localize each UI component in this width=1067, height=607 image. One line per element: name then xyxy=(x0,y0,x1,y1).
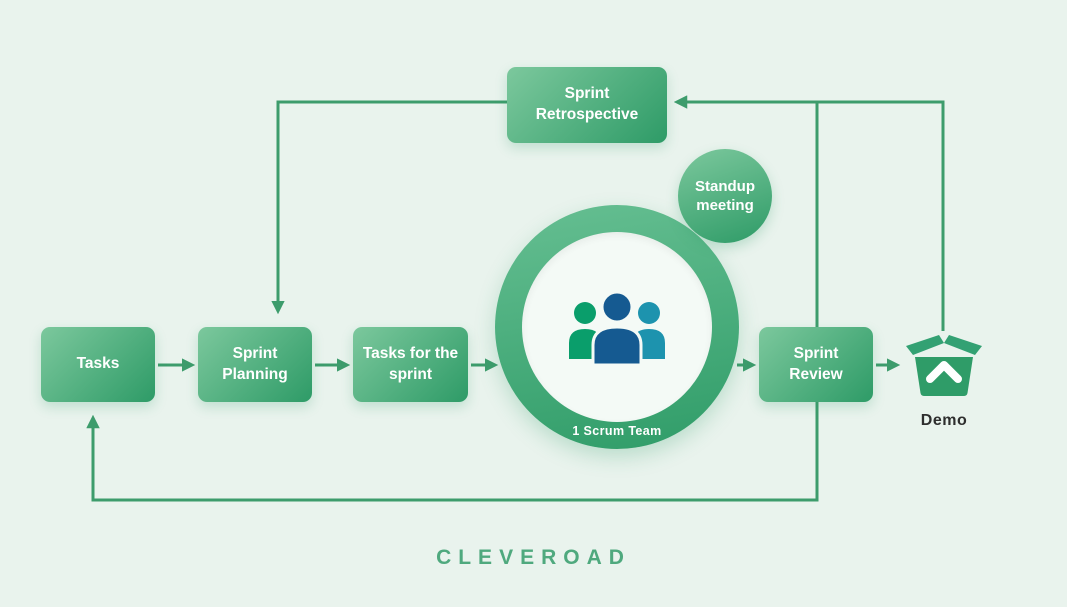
node-tasks-for-the-sprint-label: Tasks for the sprint xyxy=(362,344,459,383)
team-people-icon xyxy=(569,290,665,367)
node-tasks-label: Tasks xyxy=(76,355,120,373)
arrow-retro-to-planning xyxy=(271,100,507,315)
cleveroad-logo-text: CLEVEROAD xyxy=(436,546,631,569)
arrow-demo-to-retro xyxy=(673,95,945,331)
node-sprint-planning-label: Sprint Planning xyxy=(222,344,288,383)
node-sprint-retrospective: Sprint Retrospective xyxy=(507,67,667,143)
node-sprint-planning: Sprint Planning xyxy=(198,327,312,402)
node-tasks-for-the-sprint: Tasks for the sprint xyxy=(353,327,468,402)
node-sprint-review: Sprint Review xyxy=(759,327,873,402)
node-sprint-review-label: Sprint Review xyxy=(789,344,843,383)
scrum-team-circle-inner xyxy=(522,232,712,422)
node-standup-meeting: Standup meeting xyxy=(678,149,772,243)
demo-open-box-icon xyxy=(906,335,982,396)
scrum-team-caption: 1 Scrum Team xyxy=(572,424,662,438)
node-tasks: Tasks xyxy=(41,327,155,402)
arrow-review-to-tasks-loop xyxy=(86,402,819,502)
node-standup-meeting-label: Standup meeting xyxy=(695,177,755,215)
node-sprint-retrospective-label: Sprint Retrospective xyxy=(535,85,639,123)
scrum-team-circle: 1 Scrum Team xyxy=(495,205,739,449)
demo-label: Demo xyxy=(920,412,968,429)
